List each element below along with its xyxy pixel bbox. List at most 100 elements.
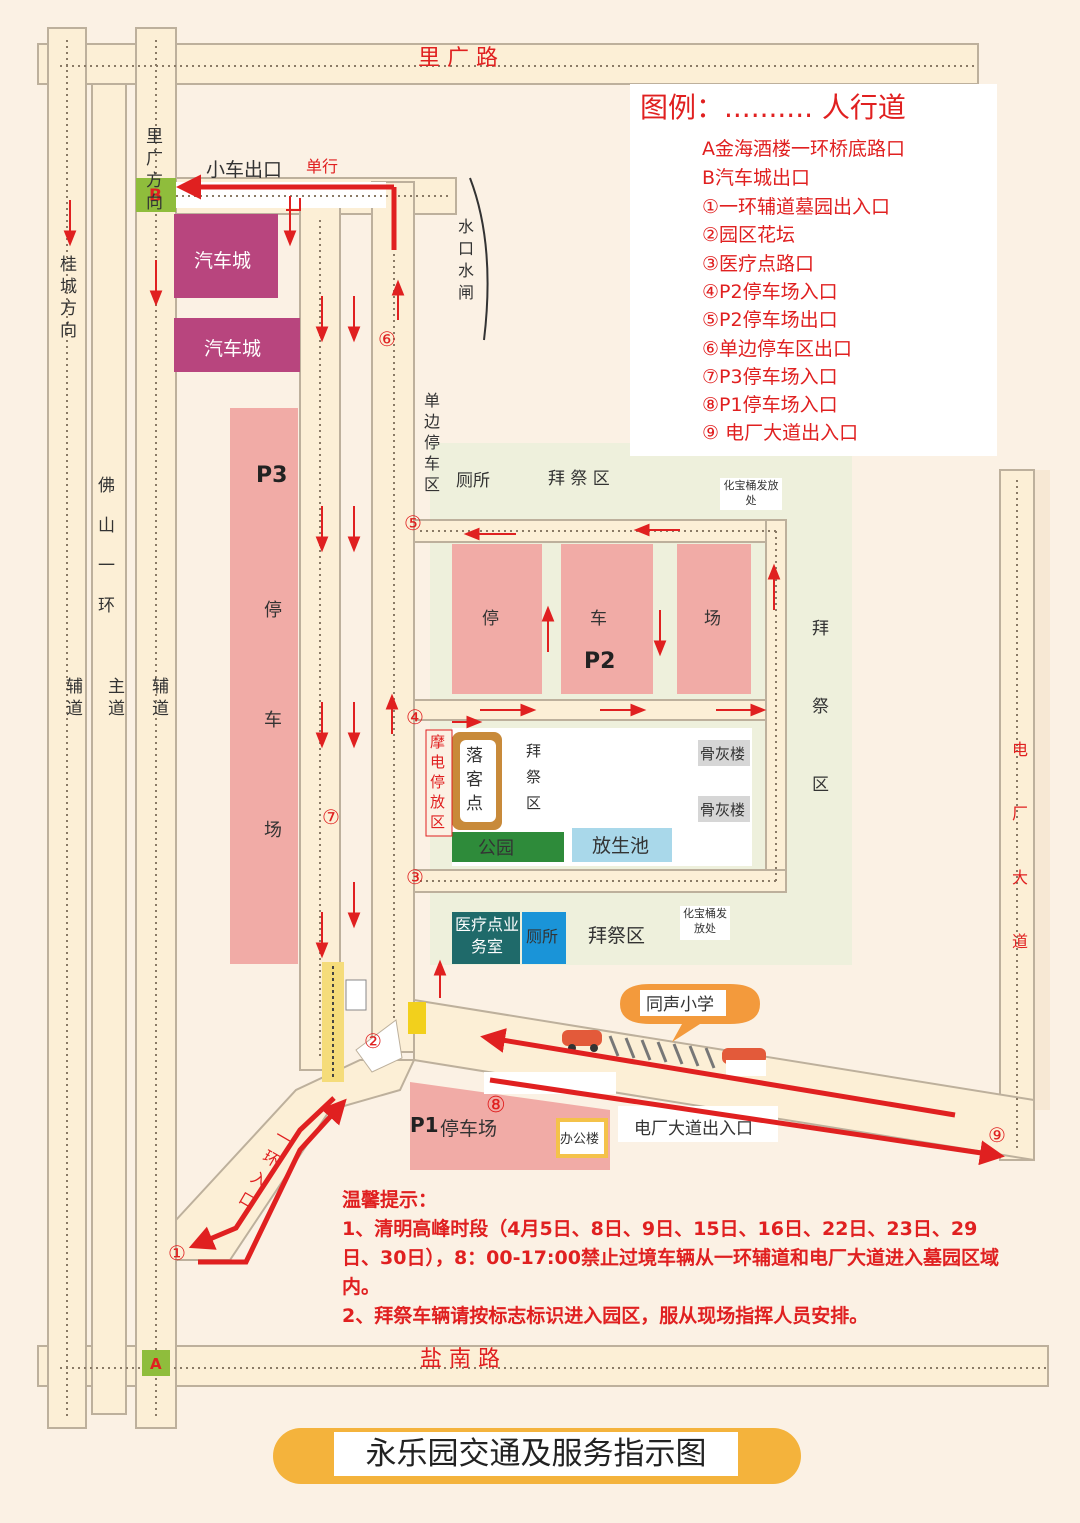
- p2-block-3-label: 场: [704, 609, 721, 629]
- legend-panel: 图例：.......... 人行道 A金海酒楼一环桥底路口 B汽车城出口 ①一环…: [630, 84, 997, 456]
- school-label-bg: [640, 990, 726, 1016]
- ash-building-2-block: [698, 796, 750, 822]
- paper-1-block: [720, 478, 782, 510]
- point-b-label: B: [149, 186, 162, 206]
- legend-item: ③医疗点路口: [702, 253, 815, 275]
- legend-item: B汽车城出口: [702, 167, 811, 189]
- road-zhudao: [91, 83, 127, 1415]
- foshan-label: 佛山一环: [98, 476, 115, 616]
- worship-top-label: 拜 祭 区: [548, 469, 610, 489]
- one-way-label: 单行: [306, 157, 338, 176]
- paper-2-label: 化宝桶发放处: [683, 907, 727, 935]
- legend-item: ②园区花坛: [702, 224, 796, 246]
- marker-7: ⑦: [322, 805, 340, 829]
- marker-9: ⑨: [988, 1123, 1006, 1147]
- point-a-label: A: [150, 1355, 162, 1373]
- toilet-2-label: 厕所: [526, 927, 558, 946]
- dropoff-label: 落客点: [466, 746, 483, 814]
- fudao-right-label: 辅道: [152, 677, 169, 719]
- car-city-2-label: 汽车城: [204, 338, 262, 360]
- arrow-dianchang-in: [480, 1028, 956, 1118]
- west-top-label: 里广方向: [146, 127, 163, 213]
- legend-item: ⑨ 电厂大道出入口: [702, 422, 859, 444]
- arrow-dianchang-out: [489, 1077, 1005, 1166]
- road-north-label: 里 广 路: [418, 46, 498, 71]
- white-marker: [345, 979, 367, 1011]
- flowerbed-island: [355, 1019, 403, 1073]
- p2-code: P2: [584, 649, 615, 674]
- tips-panel: 温馨提示： 1、清明高峰时段（4月5日、8日、9日、15日、16日、22日、23…: [342, 1186, 1002, 1331]
- marker-2: ②: [364, 1029, 382, 1053]
- road-right: [999, 469, 1035, 1161]
- tips-line-1: 1、清明高峰时段（4月5日、8日、9日、15日、16日、22日、23日、29日、…: [342, 1218, 999, 1298]
- tips-line-2: 2、拜祭车辆请按标志标识进入园区，服从现场指挥人员安排。: [342, 1305, 869, 1327]
- crosswalk-stripes: [608, 1035, 716, 1069]
- legend-item: ⑥单边停车区出口: [702, 338, 853, 360]
- direction-arrows: [63, 196, 781, 998]
- toilet-2-block: [522, 912, 566, 964]
- legend-item: A金海酒楼一环桥底路口: [702, 138, 905, 160]
- paper-2-block: [680, 906, 730, 940]
- park-label: 公园: [478, 838, 514, 859]
- dianchang-exit-label: 电厂大道出入口: [634, 1119, 753, 1139]
- legend-item: ⑤P2停车场出口: [702, 309, 838, 331]
- pond-block: [572, 828, 672, 862]
- p3-label: 停车场: [264, 600, 282, 841]
- car-city-1-label: 汽车城: [194, 250, 252, 272]
- arrow-ring-in: [198, 1098, 347, 1265]
- marker-4: ④: [406, 705, 424, 729]
- p2-block-1-label: 停: [482, 609, 499, 629]
- arrow-ring-out: [188, 1096, 336, 1250]
- marker-6: ⑥: [378, 327, 396, 351]
- worship-bottom-label: 拜祭区: [588, 925, 645, 947]
- clinic-block: [452, 912, 520, 964]
- page-title: 永乐园交通及服务指示图: [365, 1436, 707, 1472]
- ash-building-1-block: [698, 740, 750, 766]
- fudao-left-label: 辅道: [66, 677, 83, 719]
- marker-8: ⑧: [486, 1093, 506, 1118]
- car-city-1-block: [174, 214, 278, 298]
- paper-1-label: 化宝桶发放处: [723, 479, 779, 507]
- point-b-marker: [136, 178, 176, 212]
- road-p2-mid: [413, 699, 767, 721]
- legend-item: ④P2停车场入口: [702, 281, 838, 303]
- office-inner: [560, 1122, 604, 1154]
- dropoff-inner: [460, 740, 496, 822]
- toilet-1-label: 厕所: [456, 471, 490, 491]
- worship-right-label: 拜祭区: [812, 619, 829, 795]
- p3-parking-block: [230, 408, 298, 964]
- clinic-label: 医疗点业务室: [454, 915, 519, 956]
- p2-block-3: [677, 544, 751, 694]
- car-cover: [726, 1060, 766, 1076]
- ash-2-label: 骨灰楼: [700, 801, 745, 819]
- title-box: [334, 1432, 738, 1476]
- legend-item: ⑧P1停车场入口: [702, 394, 838, 416]
- school-label: 同声小学: [646, 995, 714, 1015]
- road-south-label: 盐 南 路: [420, 1347, 500, 1372]
- p1-white-label: [484, 1072, 616, 1094]
- pond-label: 放生池: [592, 835, 649, 857]
- water-gate-line: [469, 177, 489, 341]
- moto-parking-box: [425, 729, 453, 837]
- ash-1-label: 骨灰楼: [700, 745, 745, 763]
- office-label: 办公楼: [560, 1132, 599, 1147]
- moto-parking-label: 摩电停放区: [430, 733, 446, 831]
- legend-item: ①一环辅道墓园出入口: [702, 196, 891, 218]
- marker-1: ①: [168, 1241, 186, 1265]
- park-block: [452, 832, 564, 862]
- p2-block-2-label: 车: [590, 609, 607, 629]
- p1-code: P1: [410, 1113, 439, 1137]
- marker-3: ③: [406, 865, 424, 889]
- legend-item: ⑦P3停车场入口: [702, 366, 838, 388]
- worship-mid-label: 拜祭区: [526, 742, 542, 812]
- p2-block-2: [561, 544, 653, 694]
- dianchang-label: 电厂大道: [1012, 740, 1029, 951]
- guicheng-label: 桂城方向: [60, 255, 77, 341]
- road-fudao-left: [47, 27, 87, 1429]
- car-city-2-block: [174, 318, 300, 372]
- road-yannan: [37, 1345, 1049, 1387]
- small-car-exit-label: 小车出口: [206, 159, 282, 181]
- marker-5: ⑤: [404, 511, 422, 535]
- tips-title: 温馨提示：: [342, 1189, 438, 1211]
